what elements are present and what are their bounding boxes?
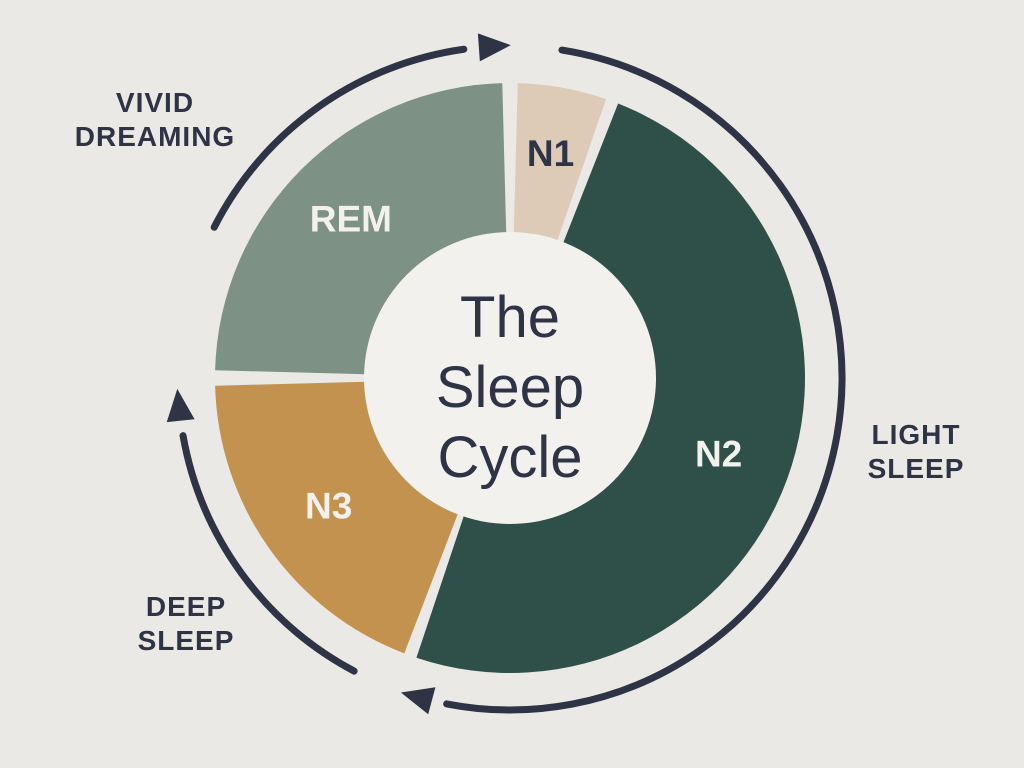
arrowhead-3: [166, 388, 195, 423]
center-title-line: Sleep: [436, 355, 584, 420]
segment-rem: [215, 83, 507, 375]
center-circle: [364, 232, 656, 524]
cycle-arc-2: [443, 46, 846, 714]
segment-label-n2: N2: [695, 433, 742, 474]
donut-segments: [215, 83, 805, 674]
arrowhead-2: [400, 687, 436, 715]
segment-label-n1: N1: [527, 133, 574, 174]
center-title-line: The: [460, 285, 560, 350]
label-line: SLEEP: [868, 453, 965, 484]
cycle-arrows: [166, 33, 846, 715]
segment-n2: [416, 103, 805, 674]
label-line: DEEP: [146, 591, 226, 622]
segment-label-rem: REM: [310, 198, 392, 239]
segment-n3: [215, 381, 459, 654]
label-line: VIVID: [116, 87, 194, 118]
arrowhead-1: [477, 33, 511, 62]
label-line: DREAMING: [75, 121, 235, 152]
segment-n1: [513, 83, 607, 242]
label-line: SLEEP: [138, 625, 235, 656]
center-title-line: Cycle: [437, 425, 582, 490]
label-line: LIGHT: [872, 419, 961, 450]
segment-label-n3: N3: [305, 486, 352, 527]
cycle-arc-1: [210, 45, 468, 231]
cycle-arc-3: [179, 432, 358, 675]
